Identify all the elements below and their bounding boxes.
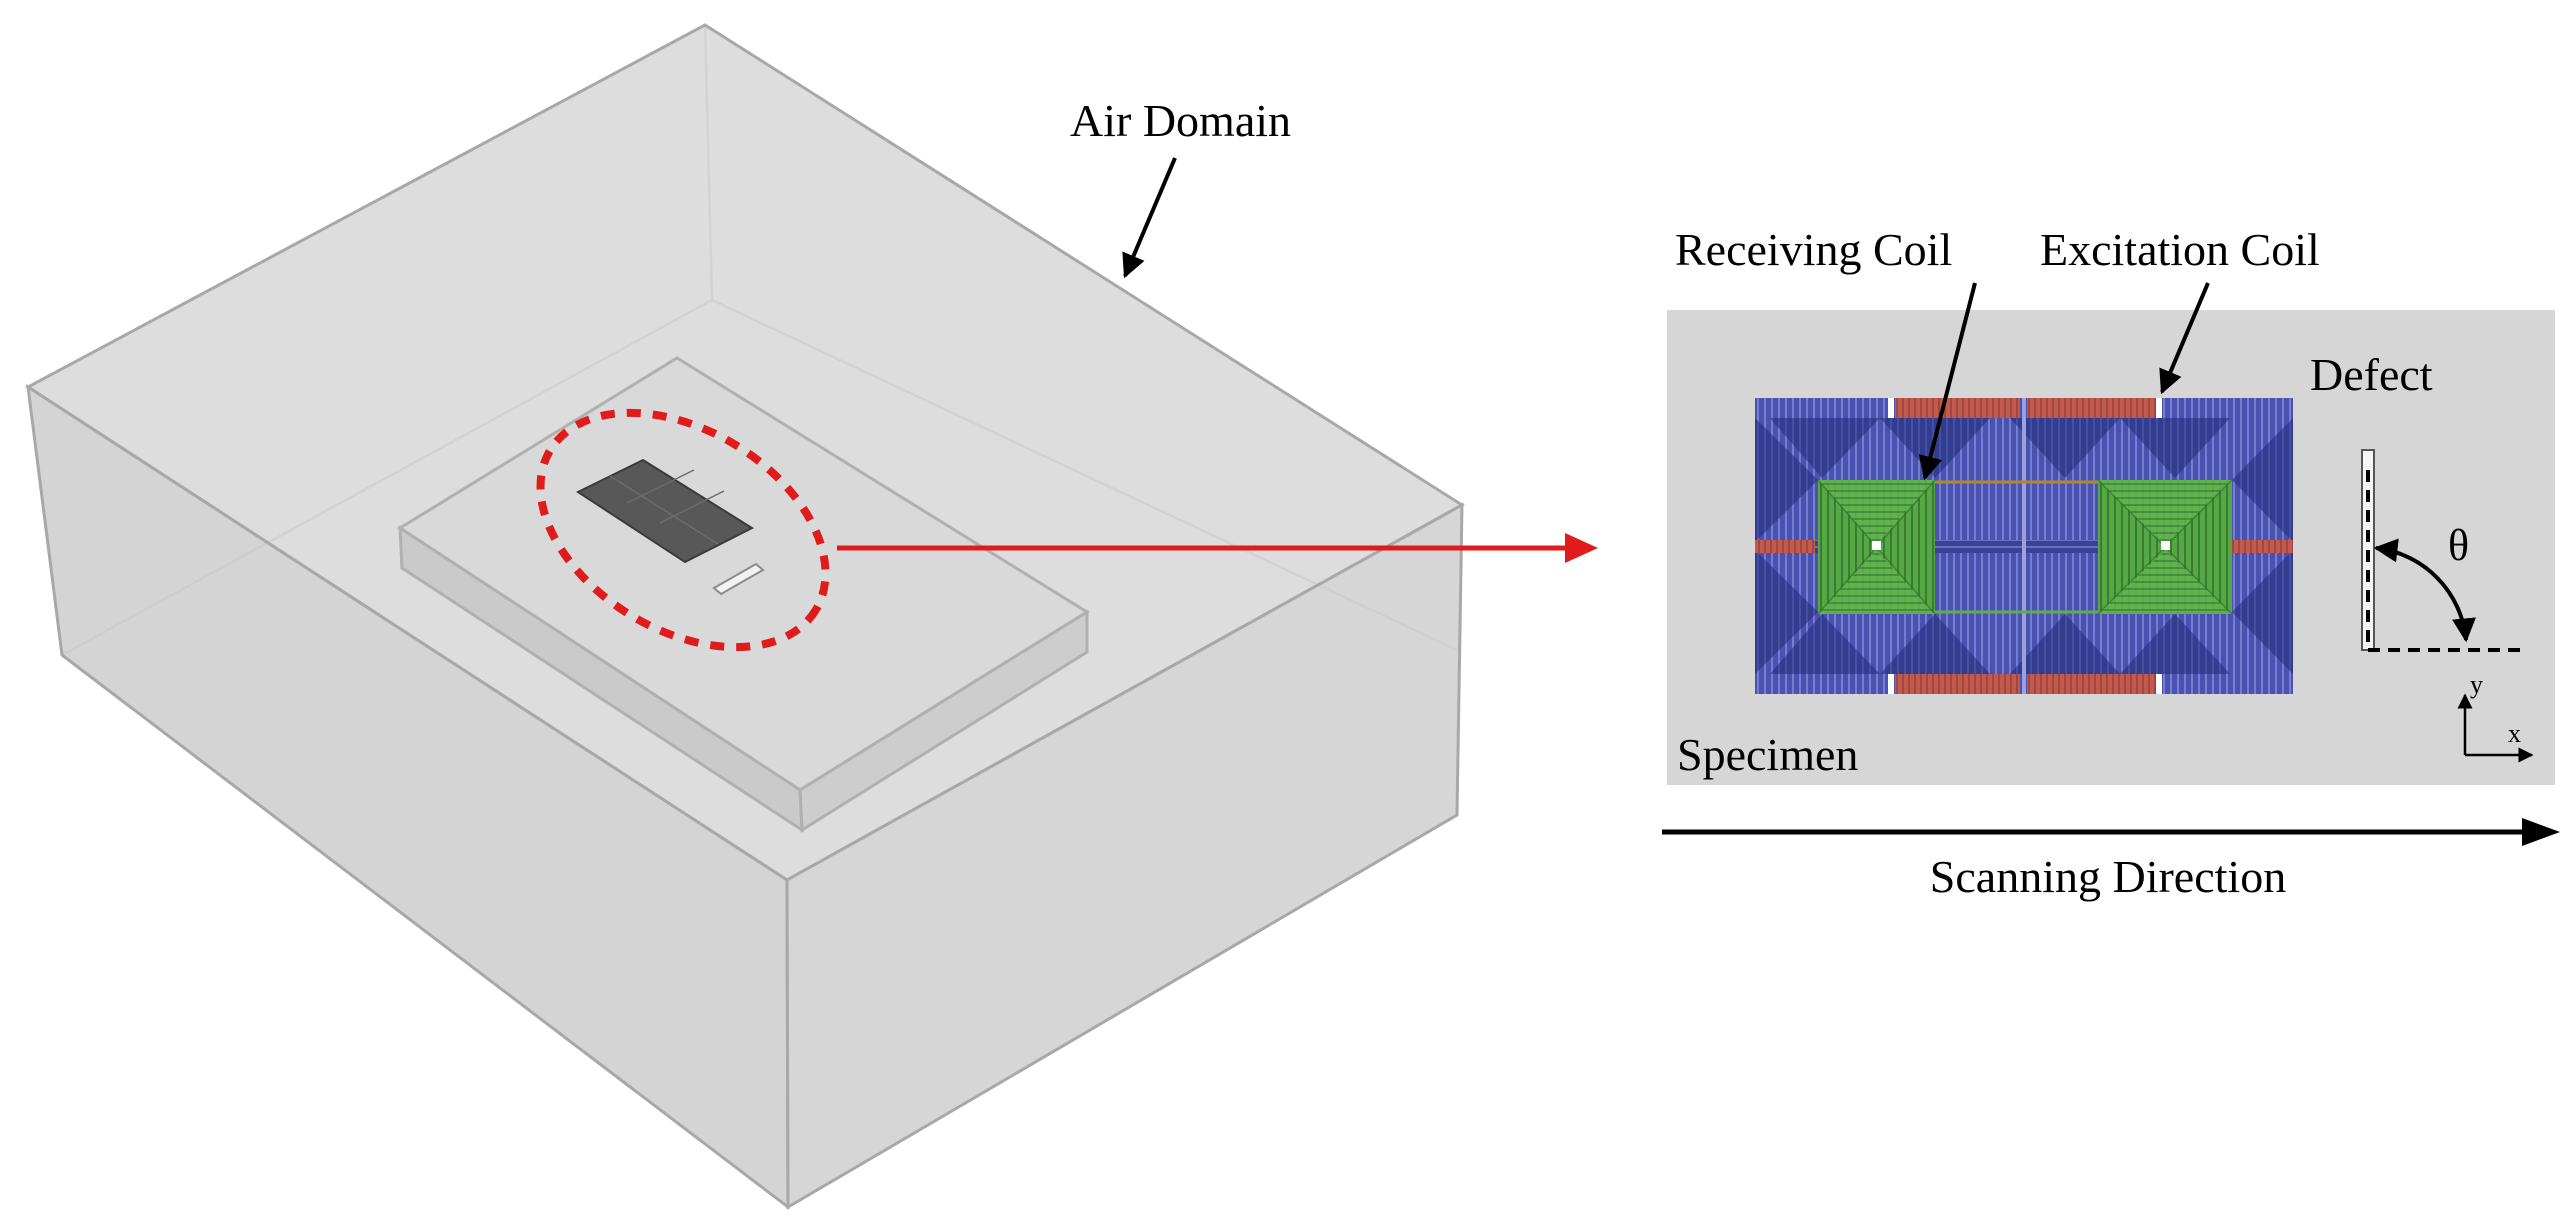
probe-coil-assembly (1755, 398, 2293, 694)
defect-slot-3d (712, 562, 765, 596)
scanning-direction-arrow (1662, 818, 2560, 846)
coordinate-axes: y x (2457, 670, 2534, 763)
highlight-ellipse (536, 408, 830, 652)
angle-indicator: θ (2366, 470, 2525, 652)
receiving-coil-label: Receiving Coil (1675, 224, 1952, 275)
air-domain-front-right-face (785, 502, 1464, 1210)
plate-right-face (798, 609, 1089, 833)
angle-arc (2373, 538, 2476, 643)
receiving-coil-left (1817, 479, 1936, 615)
theta-label: θ (2448, 521, 2469, 570)
zoom-connector-arrow (837, 533, 1598, 563)
excitation-coil-top-left (1895, 398, 2020, 418)
probe-sensor-3d (575, 458, 755, 564)
excitation-coil-bottom-right (2027, 674, 2155, 694)
excitation-coil-bottom-left (1895, 674, 2020, 694)
excitation-coil-mid-left (1755, 540, 1815, 553)
air-domain-pointer-arrow (1122, 157, 1177, 279)
y-axis-label: y (2470, 670, 2483, 699)
x-axis-label: x (2508, 719, 2521, 748)
excitation-coil-mid-right (2232, 540, 2293, 553)
receiving-coil-pointer-arrow (1918, 282, 1977, 481)
specimen-label: Specimen (1677, 729, 1858, 780)
receiving-coil-right (2097, 479, 2233, 615)
defect-label: Defect (2310, 349, 2433, 400)
excitation-coil-pointer-arrow (2159, 282, 2210, 395)
scanning-direction-label: Scanning Direction (1930, 851, 2286, 902)
excitation-coil-top-right (2027, 398, 2155, 418)
air-domain-label: Air Domain (1070, 95, 1291, 146)
excitation-coil-label: Excitation Coil (2040, 224, 2320, 275)
